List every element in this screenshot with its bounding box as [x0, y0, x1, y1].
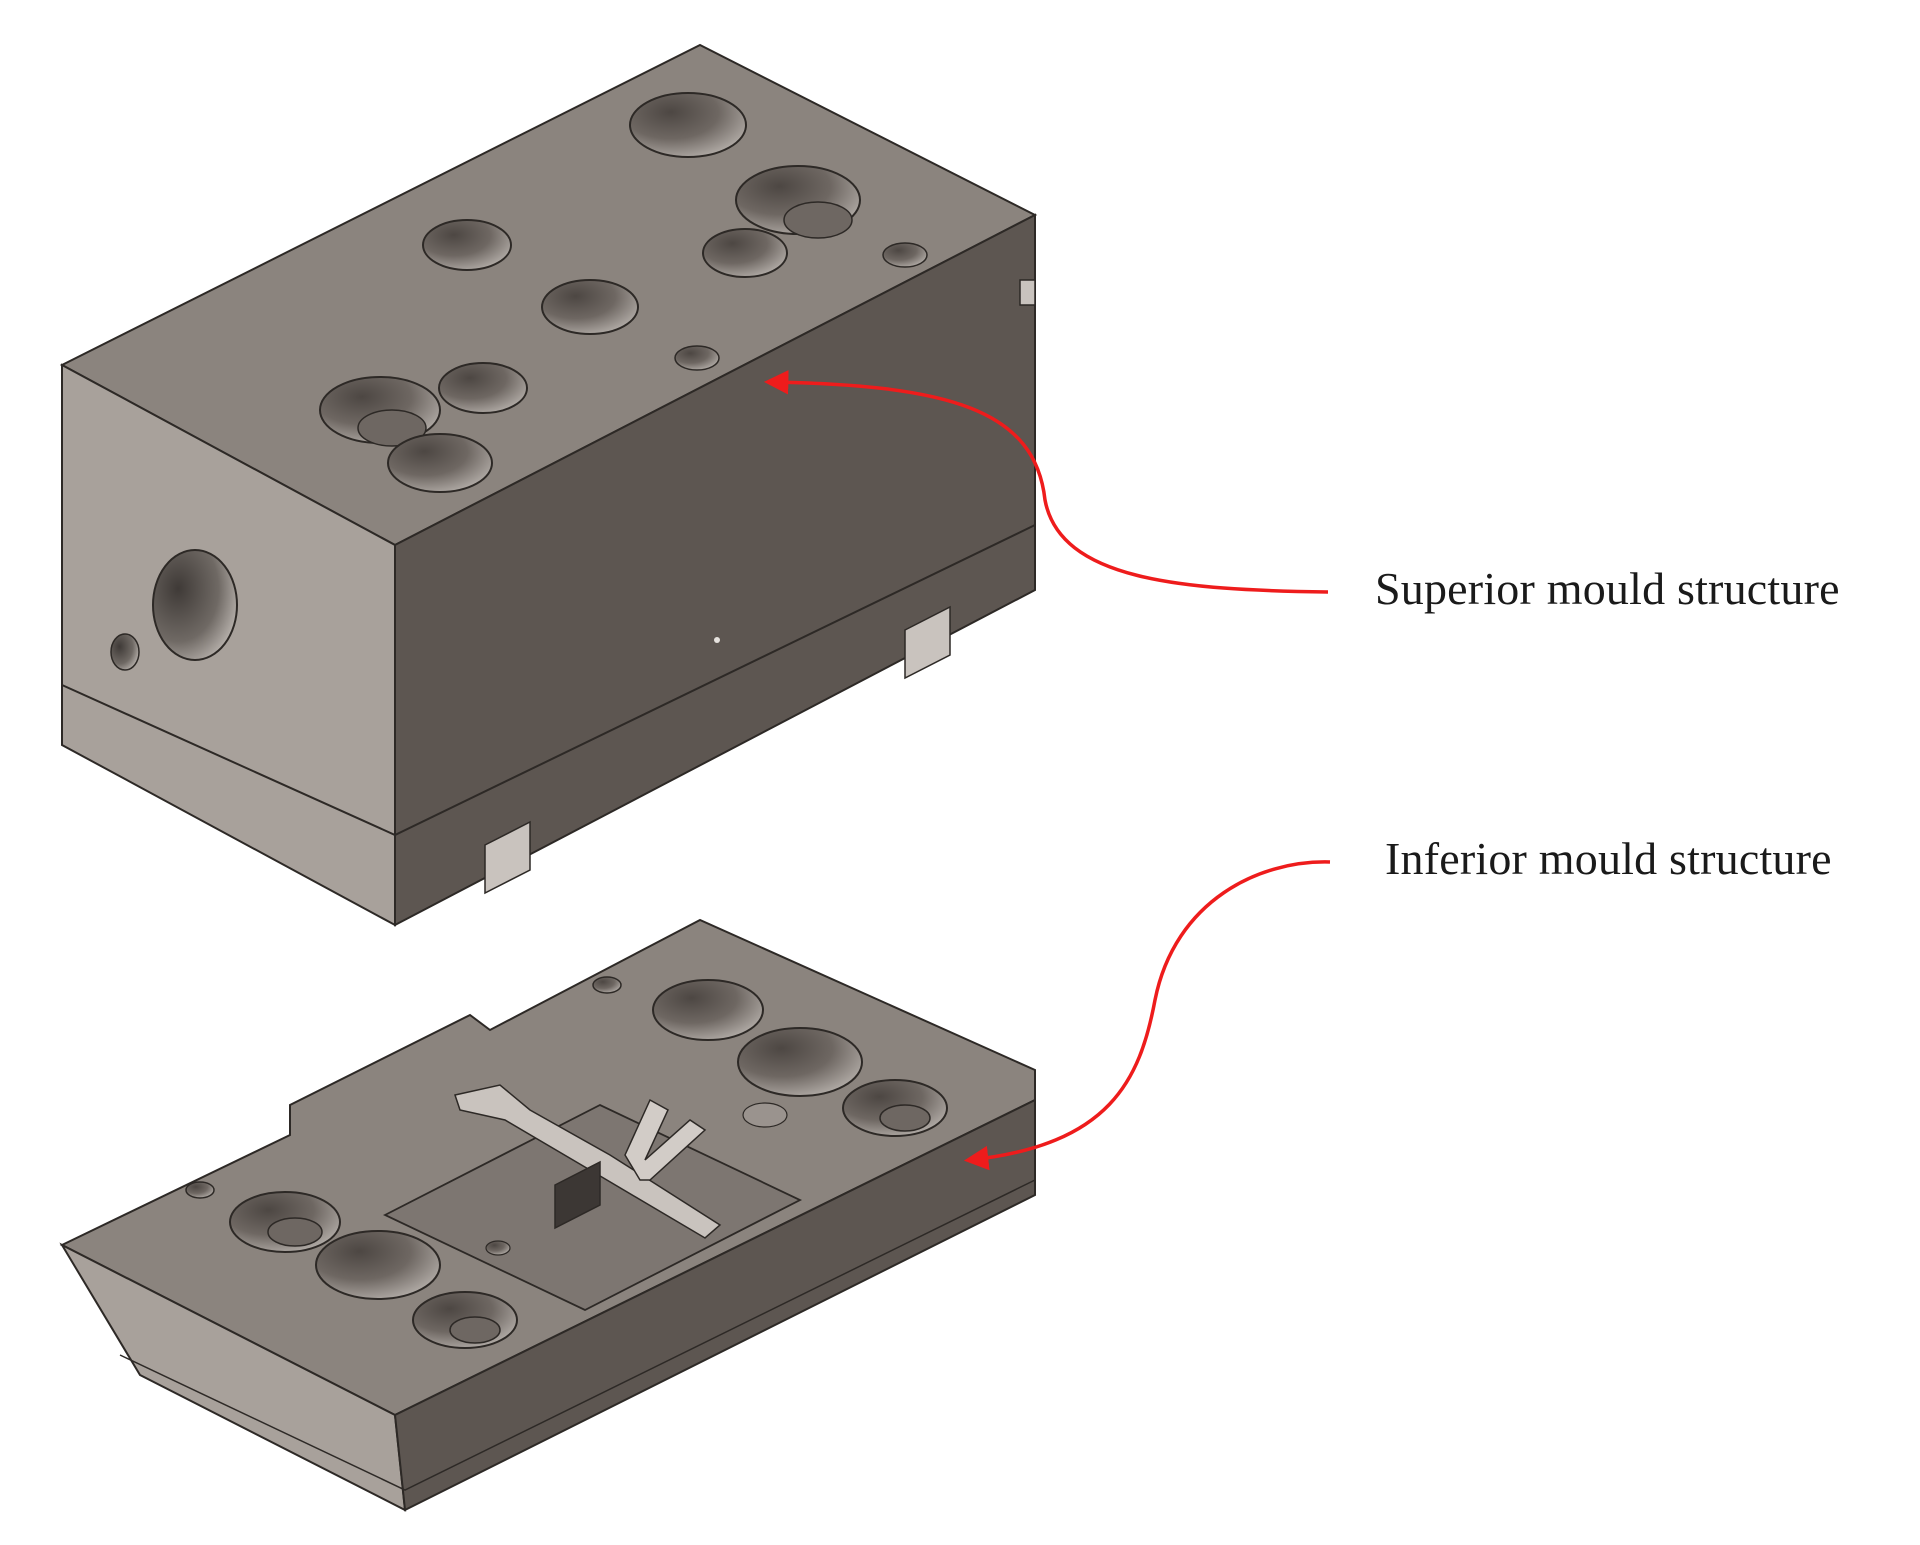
upper-slot-1 — [484, 820, 531, 895]
superior-mould-label: Superior mould structure — [1375, 563, 1840, 614]
upper-pin-dot — [714, 637, 720, 643]
upper-side-bore — [152, 549, 238, 661]
upper-front-face — [394, 213, 1036, 927]
superior-callout-arrow — [763, 370, 1329, 594]
upper-top-holes — [319, 92, 928, 493]
lower-part-feature-v — [624, 1098, 707, 1181]
superior-mould-block — [59, 43, 1038, 927]
lower-front-face — [393, 1098, 1036, 1512]
upper-side-small-hole — [110, 633, 140, 671]
lower-parting-seam — [119, 1179, 1036, 1491]
inferior-mould-block — [59, 918, 1036, 1512]
lower-runner-channel — [454, 1084, 722, 1239]
lower-cavity-round — [742, 1102, 788, 1128]
inferior-mould-label: Inferior mould structure — [1385, 833, 1832, 884]
lower-holes — [185, 976, 948, 1349]
upper-end-notch — [1019, 279, 1036, 306]
lower-part-feature-block — [554, 1160, 601, 1230]
upper-slot-2 — [904, 605, 951, 680]
inferior-callout-arrow — [963, 860, 1331, 1171]
upper-parting-seam — [61, 524, 1036, 837]
